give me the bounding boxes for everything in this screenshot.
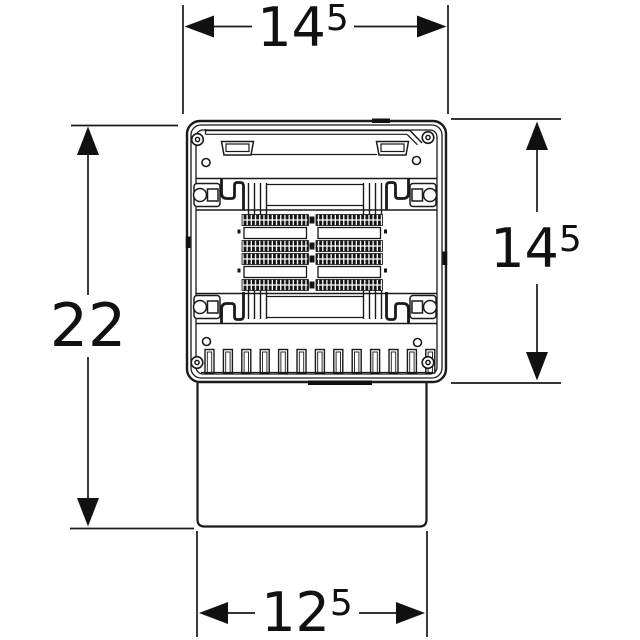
arrow-right-icon	[417, 15, 447, 38]
right-edge-tab	[442, 251, 448, 265]
screw-icon-bottom-left	[190, 355, 204, 370]
drain-body	[185, 118, 448, 385]
dimension-label-bottom: 125	[261, 581, 353, 640]
lid-slot-left	[220, 140, 255, 156]
arrow-left-icon	[184, 15, 214, 38]
clamp-band-rails	[196, 177, 437, 325]
dimension-label-top: 145	[257, 0, 349, 59]
dimension-top-width: 145	[182, 0, 449, 114]
arrow-up-icon	[77, 126, 99, 155]
grate-divider	[309, 216, 315, 289]
screw-icon-top-right	[421, 130, 435, 145]
screw-icon-bottom-right	[421, 355, 435, 370]
dimension-right-height: 145	[451, 118, 582, 384]
left-edge-tab	[185, 236, 191, 248]
dimension-bottom-width: 125	[196, 531, 428, 640]
arrow-left-icon	[199, 602, 228, 624]
outlet-pipe	[196, 383, 428, 528]
arrow-up-icon	[526, 121, 548, 150]
lid-slot-right	[375, 140, 410, 156]
arrow-right-icon	[396, 602, 425, 624]
grate-side-dots	[237, 229, 387, 273]
comb-ribs	[201, 348, 436, 374]
grate-block	[237, 214, 387, 291]
top-edge-tab	[372, 118, 390, 123]
arrow-down-icon	[526, 352, 548, 381]
dimension-left-height: 22	[50, 124, 194, 530]
lid-band	[204, 129, 423, 156]
bottom-edge-tab	[308, 380, 372, 385]
dimension-label-right: 145	[490, 217, 582, 280]
grate-midlines	[243, 219, 382, 286]
dimension-label-left: 22	[50, 291, 126, 361]
arrow-down-icon	[77, 498, 99, 527]
body-middle-frame	[190, 124, 443, 379]
screw-icon-top-left	[190, 132, 205, 147]
fixing-holes	[201, 155, 423, 348]
